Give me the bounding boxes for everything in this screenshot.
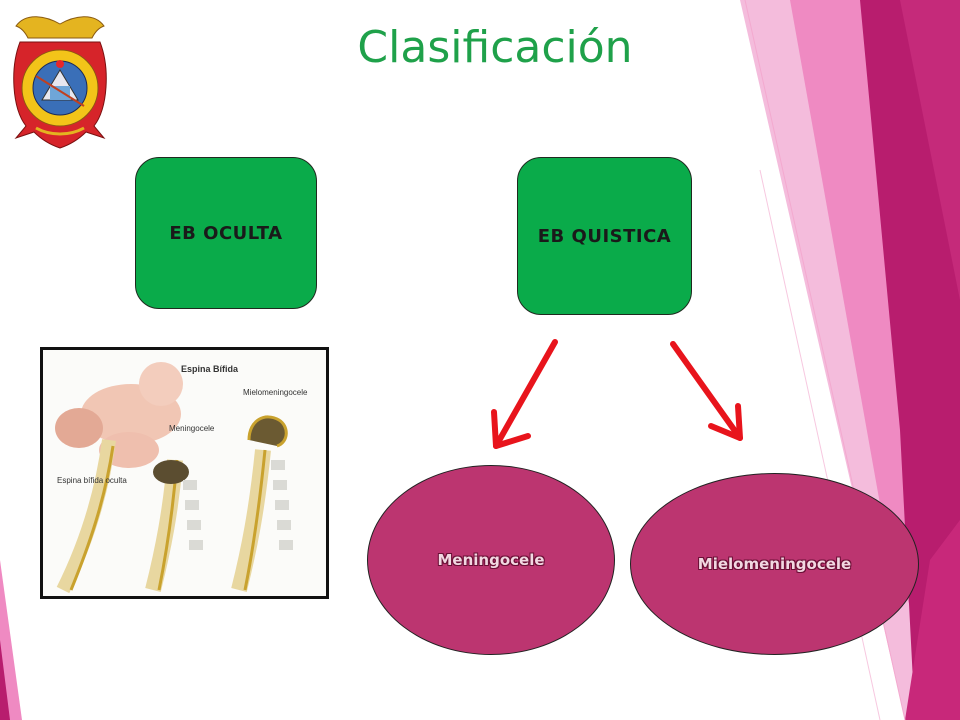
- meningocele-oval: Meningocele: [367, 465, 615, 655]
- university-crest-logo: [13, 16, 107, 149]
- slide-title: Clasificación: [357, 22, 633, 73]
- spine-drawing: [55, 362, 293, 594]
- arrow-to-meningocele: [491, 339, 558, 449]
- illustration-label-oculta: Espina bífida oculta: [57, 476, 127, 485]
- mielomeningocele-label: Mielomeningocele: [697, 555, 852, 573]
- spina-bifida-illustration: Espina Bífida Mielomeningocele Meningoce…: [40, 347, 329, 599]
- arrow-to-mielomeningocele: [670, 341, 743, 441]
- eb-quistica-box: EB QUISTICA: [517, 157, 692, 315]
- meningocele-label: Meningocele: [437, 551, 545, 569]
- illustration-label-mielo: Mielomeningocele: [243, 388, 308, 397]
- illustration-label-meningo: Meningocele: [169, 424, 215, 433]
- eb-oculta-box: EB OCULTA: [135, 157, 317, 309]
- eb-oculta-label: EB OCULTA: [169, 222, 283, 244]
- mielomeningocele-oval: Mielomeningocele: [630, 473, 919, 655]
- eb-quistica-label: EB QUISTICA: [537, 225, 672, 247]
- illustration-label-main: Espina Bífida: [181, 364, 239, 374]
